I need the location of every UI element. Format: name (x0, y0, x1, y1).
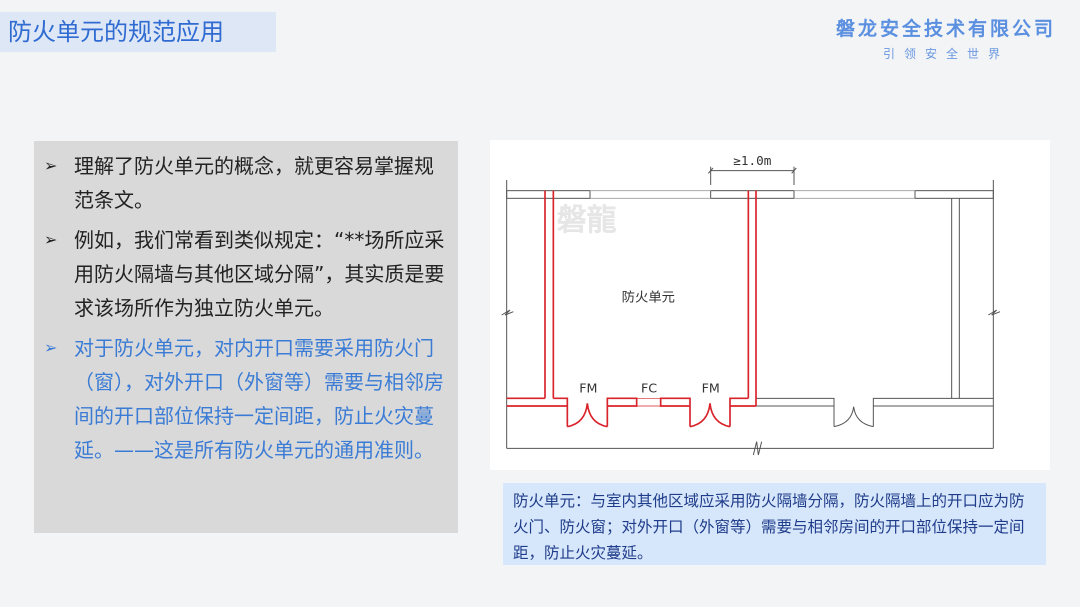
arrow-bullet-icon: ➢ (44, 338, 58, 357)
bullet-item: ➢对于防火单元，对内开口需要采用防火门（窗），对外开口（外窗等）需要与相邻房间的… (44, 331, 448, 467)
definition-note: 防火单元：与室内其他区域应采用防火隔墙分隔，防火隔墙上的开口应为防火门、防火窗；… (503, 483, 1046, 565)
company-logo: 磐龙安全技术有限公司 引领安全世界 (836, 14, 1056, 62)
company-name: 磐龙安全技术有限公司 (835, 18, 1056, 40)
fire-door-label: FM (702, 381, 720, 396)
fire-door-label: FM (579, 381, 597, 396)
bullet-panel: ➢理解了防火单元的概念，就更容易掌握规范条文。 ➢例如，我们常看到类似规定：“*… (34, 141, 458, 533)
floor-plan-diagram: 磐龍 ≥1.0m 防火单元 FM FC FM (490, 140, 1050, 470)
arrow-bullet-icon: ➢ (44, 156, 58, 175)
bullet-item: ➢例如，我们常看到类似规定：“**场所应采用防火隔墙与其他区域分隔”，其实质是要… (44, 223, 448, 325)
dimension-label: ≥1.0m (733, 153, 771, 168)
fire-window-label: FC (641, 381, 657, 396)
room-label: 防火单元 (622, 290, 675, 306)
fire-wall (506, 190, 757, 428)
company-slogan: 引领安全世界 (882, 47, 1009, 61)
watermark: 磐龍 (557, 203, 617, 238)
building-outline (501, 166, 1001, 456)
arrow-bullet-icon: ➢ (44, 230, 58, 249)
slide-title: 防火单元的规范应用 (0, 12, 276, 52)
bullet-item: ➢理解了防火单元的概念，就更容易掌握规范条文。 (44, 149, 448, 217)
